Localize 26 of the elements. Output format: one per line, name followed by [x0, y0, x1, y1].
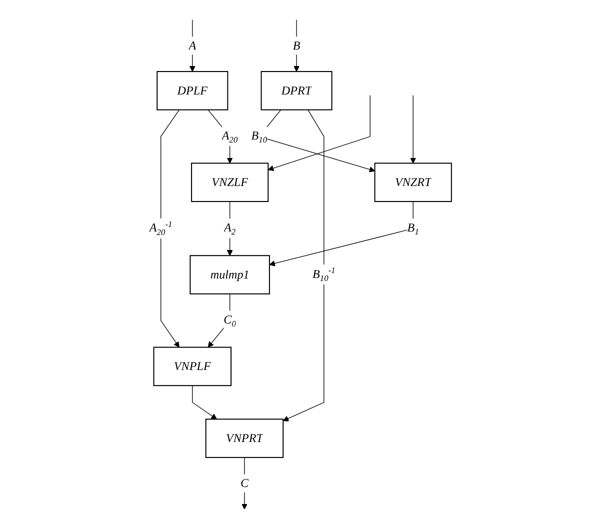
arrow	[208, 109, 233, 164]
node-box: VNZRT	[374, 162, 452, 202]
arrow	[268, 95, 371, 171]
node-box: mulmp1	[190, 255, 270, 294]
edge-label: C$_{0}$	[224, 312, 236, 329]
edge-label: B$_{1}$	[407, 220, 420, 237]
edge-label: A$_{2}$	[224, 220, 236, 237]
edge-label: C	[240, 476, 249, 490]
arrow	[269, 201, 414, 266]
arrow	[190, 19, 196, 72]
arrow	[208, 294, 230, 348]
arrow	[192, 385, 218, 420]
edge-label: A	[188, 38, 196, 52]
arrow	[282, 109, 324, 422]
node-box: VNPRT	[205, 418, 284, 458]
arrow	[160, 109, 180, 348]
edge-label: B$_{10}$	[251, 128, 268, 144]
node-box: DPRT	[260, 71, 332, 110]
node-box: VNPLF	[153, 346, 232, 386]
node-box: DPLF	[156, 71, 228, 110]
arrow	[410, 95, 416, 164]
arrow	[242, 457, 248, 510]
node-box: VNZLF	[191, 162, 269, 202]
arrow	[294, 19, 300, 72]
edge-label: A$_{20}$	[222, 128, 238, 144]
edge-label: B	[292, 38, 300, 52]
